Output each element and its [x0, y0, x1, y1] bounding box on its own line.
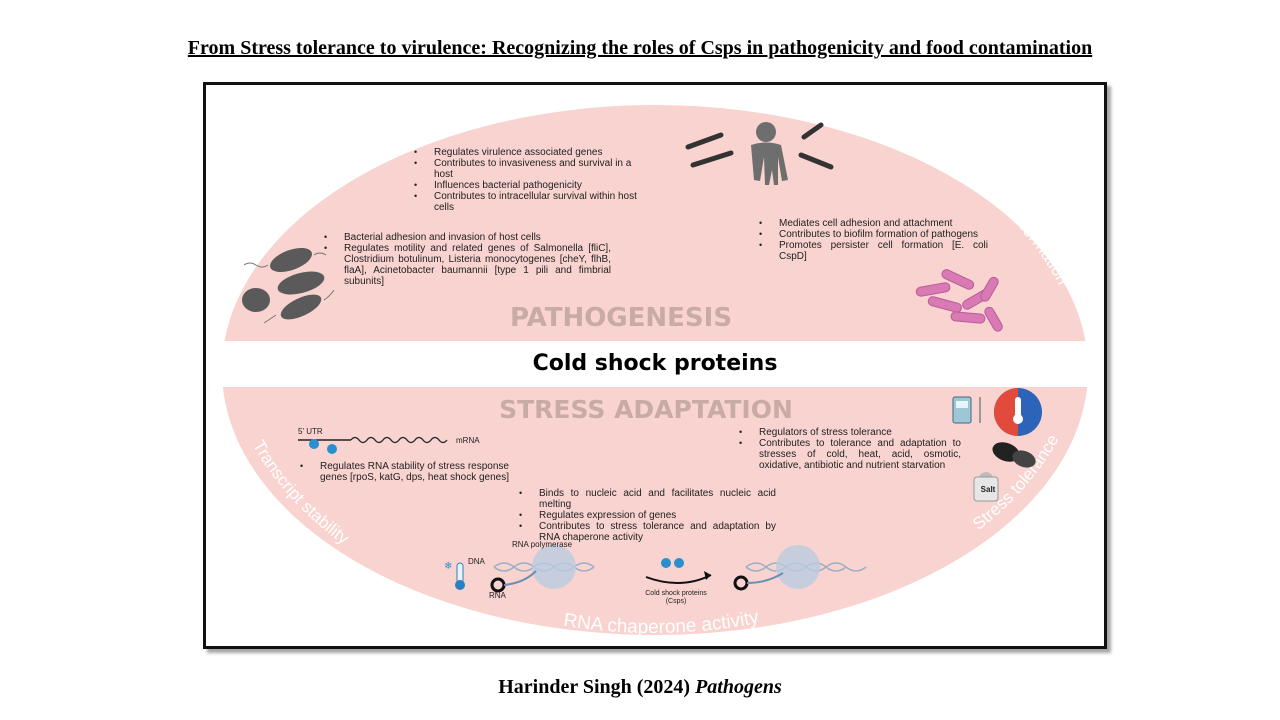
transcript-stability-text: Regulates RNA stability of stress respon… [292, 461, 527, 483]
bullet: Contributes to biofilm formation of path… [751, 229, 988, 240]
flagellated-bacteria-icon [685, 122, 834, 170]
bullet: Contributes to invasiveness and survival… [406, 158, 649, 180]
figure-frame: Host invasion and multiplication Motilit… [203, 82, 1107, 649]
transcription-right [733, 545, 867, 591]
citation: Harinder Singh (2024) Pathogens [0, 676, 1280, 699]
svg-text:❄: ❄ [444, 561, 452, 572]
bullet: Regulates motility and related genes of … [316, 243, 611, 287]
citation-author: Harinder Singh (2024) [498, 676, 691, 698]
process-arrow [645, 574, 712, 585]
utr-label: 5' UTR [298, 427, 323, 436]
temperature-icon [994, 388, 1042, 436]
bullet: Binds to nucleic acid and facilitates nu… [511, 488, 776, 510]
rna-label: RNA [489, 591, 506, 600]
csp-label: Cold shock proteins (Csps) [645, 590, 707, 605]
bullet: Promotes persister cell formation [E. co… [751, 240, 988, 262]
bullet: Bacterial adhesion and invasion of host … [316, 232, 611, 243]
bullet: Contributes to stress tolerance and adap… [511, 521, 776, 543]
motile-bacteria-icon [242, 247, 335, 324]
biofilm-text: Mediates cell adhesion and attachment Co… [751, 218, 988, 262]
antibiotic-capsule-icon [992, 442, 1036, 468]
pathogenesis-label: PATHOGENESIS [510, 303, 732, 333]
bullet: Mediates cell adhesion and attachment [751, 218, 988, 229]
transcription-left [490, 545, 595, 593]
arc-host-invasion: Host invasion and multiplication [530, 85, 801, 106]
bullet: Regulates RNA stability of stress respon… [292, 461, 527, 483]
biofilm-icon [915, 269, 1003, 332]
salt-shaker-icon [973, 472, 999, 502]
cold-shock-proteins-label: Cold shock proteins [532, 351, 778, 376]
ph-meter-icon [952, 396, 981, 424]
bullet: Regulators of stress tolerance [731, 427, 961, 438]
rna-polymerase-label: RNA polymerase [512, 540, 573, 549]
host-invasion-text: Regulates virulence associated genes Con… [406, 147, 681, 213]
bullet: Contributes to intracellular survival wi… [406, 191, 654, 213]
slide-title: From Stress tolerance to virulence: Reco… [187, 37, 1093, 59]
bullet: Regulates expression of genes [511, 510, 776, 521]
bullet: Regulates virulence associated genes [406, 147, 681, 158]
stress-adaptation-label: STRESS ADAPTATION [499, 395, 793, 424]
thermometer-icon: ❄ [444, 561, 465, 590]
stress-tolerance-text: Regulators of stress tolerance Contribut… [731, 427, 961, 471]
motility-text: Bacterial adhesion and invasion of host … [316, 232, 611, 287]
citation-journal: Pathogens [695, 676, 782, 698]
bullet: Influences bacterial pathogenicity [406, 180, 681, 191]
csp-pair-icon [661, 558, 684, 568]
mrna-diagram [298, 436, 448, 454]
salt-label: Salt [980, 485, 996, 494]
chaperone-text: Binds to nucleic acid and facilitates nu… [511, 488, 776, 543]
human-icon [751, 122, 788, 185]
bullet: Contributes to tolerance and adaptation … [731, 438, 961, 471]
mrna-label: mRNA [456, 436, 480, 445]
dna-label: DNA [468, 557, 485, 566]
